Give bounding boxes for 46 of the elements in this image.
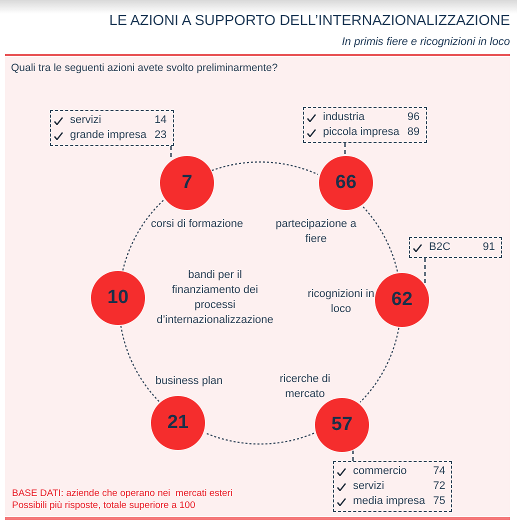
value-label: 14	[153, 113, 167, 128]
leader-line	[352, 450, 354, 461]
value-label: 57	[331, 414, 353, 436]
ring-connector	[120, 326, 160, 402]
action-label: partecipazione a fiere	[274, 217, 358, 247]
value-label: 96	[406, 110, 420, 125]
callout-box	[303, 107, 427, 143]
callout-box	[50, 110, 174, 146]
action-label: corsi di formazione	[150, 216, 244, 232]
subtitle: In primis fiere e ricognizioni in loco	[342, 36, 510, 48]
leader-line	[424, 258, 426, 284]
category-label: piccola impresa	[323, 125, 400, 140]
value-label: 89	[406, 125, 420, 140]
callout-box	[409, 237, 502, 258]
callout-box	[333, 461, 452, 512]
category-label: commercio	[353, 464, 408, 479]
action-label: bandi per il finanziamento dei processi d’internazionalizzazione	[156, 268, 274, 328]
question-text: Quali tra le seguenti azioni avete svolto preliminarmente?	[11, 62, 278, 74]
value-label: 91	[482, 240, 495, 255]
value-label: 23	[153, 128, 167, 143]
ring-connector	[362, 206, 398, 272]
value-label: 74	[432, 464, 446, 479]
action-label: business plan	[154, 374, 224, 388]
value-label: 7	[182, 172, 192, 194]
value-label: 21	[167, 412, 189, 434]
category-label: servizi	[70, 113, 102, 128]
footnote: Possibili più risposte, totale superiore a 100	[12, 500, 196, 511]
leader-line	[344, 143, 346, 156]
ring-connector	[122, 198, 165, 270]
action-label: ricerche di mercato	[278, 372, 332, 402]
footnote: BASE DATI: aziende che operano nei mercati esteri	[12, 488, 233, 499]
value-label: 66	[335, 172, 357, 194]
ring-connector	[212, 161, 318, 175]
ring-connector	[204, 432, 314, 445]
value-label: 75	[432, 494, 446, 509]
ring-connector	[360, 328, 400, 403]
category-label: media impresa	[353, 494, 426, 509]
value-label: 72	[432, 479, 446, 494]
title: LE AZIONI A SUPPORTO DELL’INTERNAZIONALIZZAZIONE	[109, 13, 510, 29]
value-label: 10	[107, 287, 129, 309]
category-label: grande impresa	[70, 128, 146, 143]
value-label: 62	[391, 289, 413, 311]
category-label: servizi	[353, 479, 386, 494]
category-label: B2C	[429, 240, 452, 255]
action-label: ricognizioni in loco	[306, 287, 376, 317]
category-label: industria	[323, 110, 366, 125]
